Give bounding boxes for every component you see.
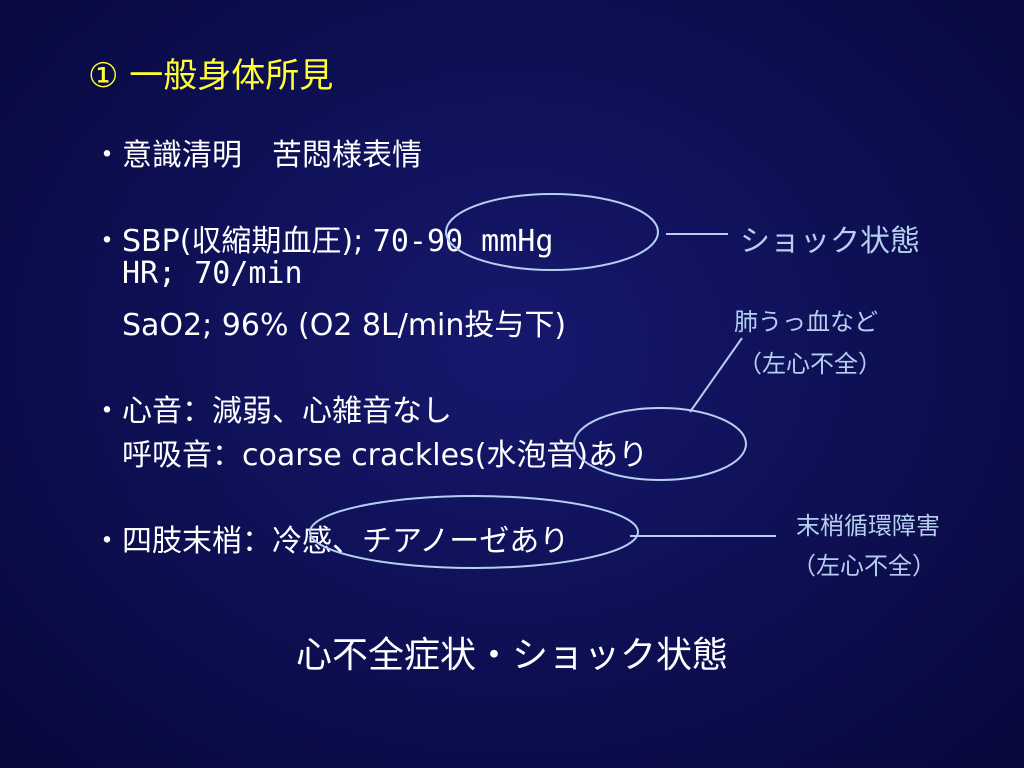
sao2-line: SaO2; 96% (O2 8L/min投与下) <box>122 308 567 343</box>
pulmonary-cause-annotation: （左心不全） <box>738 350 882 378</box>
sbp-label: ・SBP(収縮期血圧); <box>92 224 373 259</box>
hr-line: HR; 70/min <box>122 256 303 291</box>
extremities-highlight: 冷感、チアノーゼあり <box>272 524 570 559</box>
pulmonary-connector-line <box>689 337 743 413</box>
summary-text: 心不全症状・ショック状態 <box>295 635 728 676</box>
extremities-label: ・四肢末梢： <box>92 524 272 559</box>
extremities-line: ・四肢末梢：冷感、チアノーゼあり <box>92 516 569 560</box>
breath-sound-line: 呼吸音：coarse crackles(水泡音)あり <box>122 430 648 474</box>
consciousness-line: ・意識清明 苦悶様表情 <box>92 138 422 173</box>
breath-sound-label: 呼吸音：coarse crackles <box>122 438 475 473</box>
shock-annotation: ショック状態 <box>740 224 920 259</box>
pulmonary-congestion-annotation: 肺うっ血など <box>734 308 878 336</box>
breath-sound-highlight: (水泡音) <box>474 438 589 473</box>
sbp-value: 70-90 mmHg <box>372 224 554 259</box>
heart-sound-line: ・心音：減弱、心雑音なし <box>92 394 452 429</box>
breath-sound-suffix: あり <box>588 438 649 473</box>
peripheral-annotation: 末梢循環障害 <box>796 512 940 540</box>
peripheral-cause-annotation: （左心不全） <box>792 552 936 580</box>
slide-title: ① 一般身体所見 <box>88 56 334 96</box>
sbp-line: ・SBP(収縮期血圧); 70-90 mmHg <box>92 216 553 260</box>
